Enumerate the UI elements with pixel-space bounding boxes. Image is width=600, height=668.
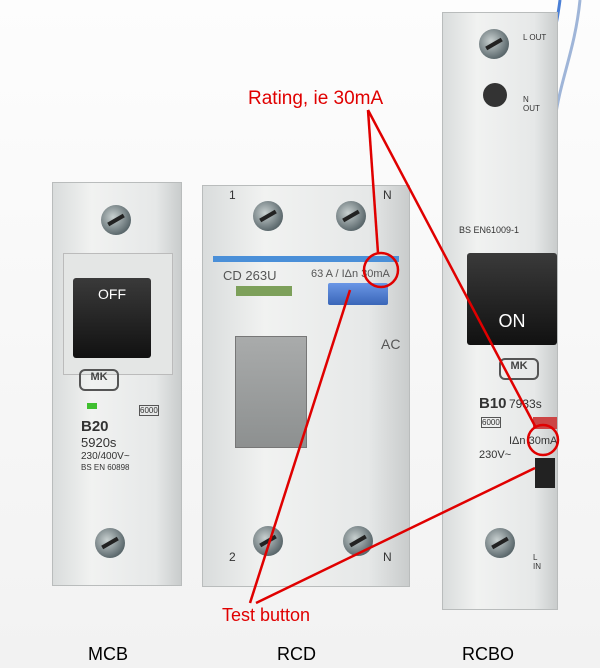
screw-icon bbox=[479, 29, 509, 59]
screw-icon bbox=[485, 528, 515, 558]
rcd-breaker: 1 N CD 263U 63 A / IΔn 30mA AC 2 N bbox=[202, 185, 410, 587]
rcd-toggle[interactable] bbox=[235, 336, 307, 448]
status-indicator bbox=[87, 403, 97, 409]
screw-icon bbox=[95, 528, 125, 558]
screw-icon bbox=[343, 526, 373, 556]
rcd-indicator bbox=[236, 286, 292, 296]
test-button-annotation: Test button bbox=[222, 605, 311, 625]
rcd-test-button[interactable] bbox=[328, 283, 388, 305]
mcb-breaker: OFF MK 6000 B20 5920s 230/400V~ BS EN 60… bbox=[52, 182, 182, 586]
rating-annotation: Rating, ie 30mA bbox=[248, 88, 384, 109]
mk-logo: MK bbox=[499, 358, 539, 380]
test-socket bbox=[483, 83, 507, 107]
label-mcb: MCB bbox=[88, 644, 128, 664]
screw-icon bbox=[101, 205, 131, 235]
screw-icon bbox=[336, 201, 366, 231]
mcb-toggle[interactable]: OFF bbox=[73, 278, 151, 358]
label-rcbo: RCBO bbox=[462, 644, 515, 664]
screw-icon bbox=[253, 526, 283, 556]
mk-logo: MK bbox=[79, 369, 119, 391]
rcbo-toggle[interactable]: ON bbox=[467, 253, 557, 345]
screw-icon bbox=[253, 201, 283, 231]
rcbo-breaker: L OUT N OUT BS EN61009-1 ON MK B10 7933s… bbox=[442, 12, 558, 610]
label-rcd: RCD bbox=[277, 644, 316, 664]
